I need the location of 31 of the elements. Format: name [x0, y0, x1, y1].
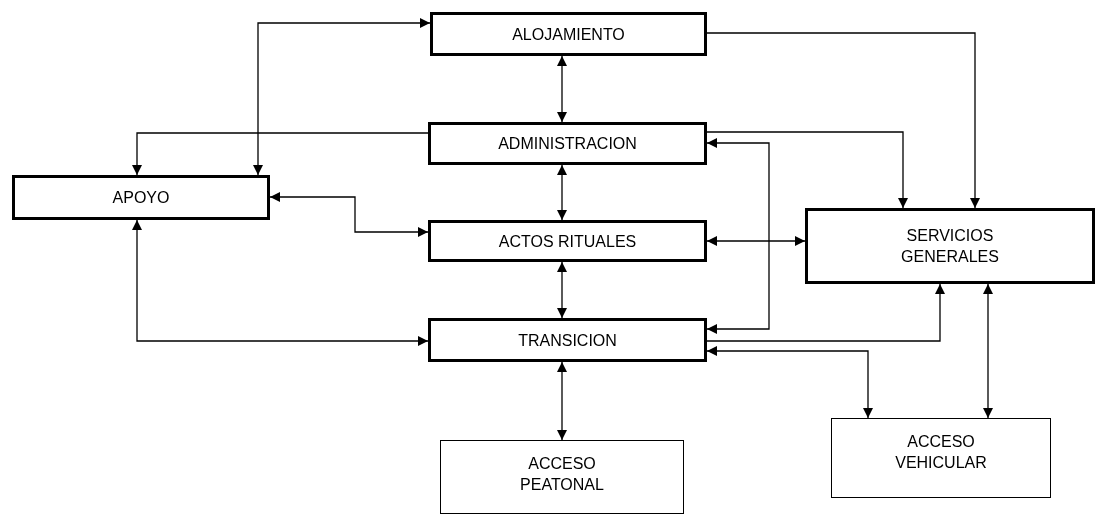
arrow: [557, 55, 567, 123]
box-label: ADMINISTRACION: [498, 134, 637, 154]
box-label: ACCESO VEHICULAR: [894, 432, 988, 473]
box-label: TRANSICION: [518, 330, 617, 351]
arrow: [132, 219, 429, 346]
arrow: [557, 361, 567, 441]
process-box: [440, 440, 684, 514]
box-label: APOYO: [112, 188, 170, 208]
process-box: [12, 175, 270, 220]
arrow: [706, 346, 873, 419]
arrow: [557, 261, 567, 319]
box-label: ACCESO PEATONAL: [519, 454, 605, 495]
arrow: [983, 283, 993, 419]
arrow: [706, 236, 806, 246]
arrow: [706, 138, 770, 334]
process-box: [831, 418, 1051, 498]
arrow: [132, 132, 429, 176]
arrow: [269, 192, 429, 237]
process-box: [430, 12, 707, 56]
box-label: ALOJAMIENTO: [512, 24, 625, 45]
arrow: [706, 32, 980, 209]
arrow: [253, 18, 431, 176]
arrow: [706, 283, 945, 342]
box-label: ACTOS RITUALES: [498, 231, 637, 252]
process-box: [805, 208, 1095, 284]
process-box: [428, 122, 707, 165]
arrow: [557, 164, 567, 221]
arrow: [706, 131, 908, 209]
process-box: [428, 220, 707, 262]
box-label: SERVICIOS GENERALES: [900, 226, 1000, 267]
process-box: [428, 318, 707, 362]
